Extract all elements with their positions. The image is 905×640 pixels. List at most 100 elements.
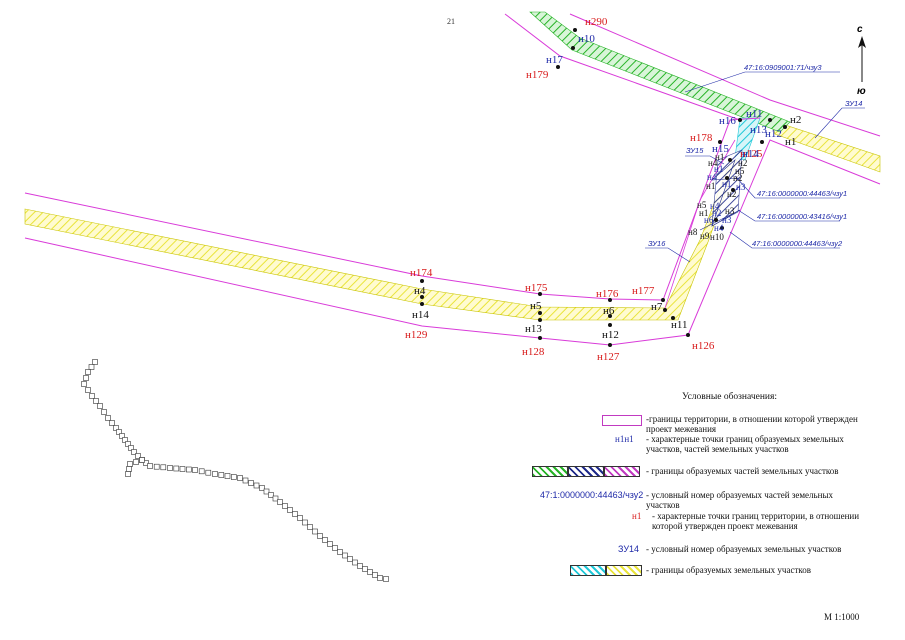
overview-segment [377, 575, 383, 581]
label-n11-mid: н11 [671, 319, 687, 331]
leader-zu14 [814, 107, 865, 139]
overview-segment [125, 441, 131, 447]
overview-segment [212, 471, 218, 477]
overview-segment [89, 393, 95, 399]
page-number: 21 [447, 17, 455, 26]
label-n174: н174 [410, 267, 433, 279]
legend-swatch-magenta-box [602, 415, 642, 426]
label-n1-top: н1 [785, 136, 796, 148]
overview-segment [342, 552, 348, 559]
overview-segment [88, 364, 95, 370]
chzu1-part [711, 149, 743, 227]
overview-segment [302, 519, 308, 526]
label-n13: н13 [750, 124, 767, 136]
overview-segment [122, 437, 128, 443]
overview-segment [322, 537, 328, 543]
overview-segment [92, 359, 98, 365]
label-n2-b: н2 [733, 173, 742, 183]
cad-chzu3: 47:16:0909001:71/чзу3 [744, 63, 822, 72]
overview-segment [186, 466, 192, 473]
cad-zu16: ЗУ16 [648, 239, 666, 248]
label-n128: н128 [522, 346, 545, 358]
label-n2-c: н2 [727, 189, 736, 199]
label-n4-b: н4 [707, 172, 717, 182]
boundary-points [420, 28, 787, 347]
overview-segment [85, 387, 91, 393]
overview-segment [93, 398, 99, 404]
overview-segment [127, 461, 133, 467]
overview-segment [362, 566, 368, 572]
label-n176: н176 [596, 288, 619, 300]
overview-segment [263, 488, 270, 495]
overview-segment [147, 463, 153, 469]
legend-swatch-cyan [570, 565, 606, 576]
label-n125: н125 [740, 148, 763, 160]
label-n14: н14 [742, 148, 759, 160]
label-n4-a: н4 [708, 158, 718, 168]
cad-zu15: ЗУ15 [686, 146, 704, 155]
label-n10-black: н10 [710, 232, 724, 242]
overview-segment [307, 524, 313, 530]
overview-segment [268, 492, 274, 498]
overview-segment [327, 541, 333, 547]
label-n6-mid: н6 [603, 305, 615, 317]
overview-segment [383, 576, 389, 582]
leader-chzu1a [734, 175, 840, 199]
overview-segment [192, 467, 198, 473]
label-n11: н11 [746, 108, 762, 120]
overview-segment [131, 449, 137, 455]
overview-segment [105, 415, 111, 421]
overview-segment [139, 457, 145, 463]
label-n13-mid: н13 [525, 323, 542, 335]
overview-segment [297, 515, 303, 521]
overview-segment [179, 466, 186, 472]
label-n14-left: н14 [412, 309, 429, 321]
overview-segment [198, 468, 205, 475]
overview-segment [272, 495, 279, 502]
overview-segment [259, 485, 265, 491]
label-n129: н129 [405, 329, 428, 341]
label-n12: н12 [765, 128, 782, 140]
overview-segment [135, 453, 141, 459]
cad-chzu1-a: 47:16:0000000:44463/чзу1 [757, 189, 847, 198]
overview-segment [97, 403, 103, 409]
label-n10: н10 [578, 33, 595, 45]
label-n1-b: н1 [714, 164, 723, 174]
label-n175: н175 [525, 282, 548, 294]
north-arrow [858, 36, 866, 82]
overview-segment [101, 409, 107, 415]
cad-chzu1-b: 47:16:0000000:43416/чзу1 [757, 212, 847, 221]
overview-segment [143, 460, 149, 466]
label-n127: н127 [597, 351, 620, 363]
overview-segment [125, 471, 131, 477]
zu16-parcel [24, 159, 738, 321]
overview-segment [332, 545, 338, 551]
overview-segment [83, 375, 89, 381]
overview-segment [224, 473, 231, 479]
label-n5-a: н5 [735, 166, 745, 176]
overview-segment [352, 559, 358, 566]
overview-segment [109, 420, 115, 426]
legend-swatch-yellow [606, 565, 642, 576]
label-n8: н8 [688, 227, 698, 237]
overview-segment [282, 503, 288, 509]
overview-segment [231, 474, 237, 480]
label-n4-d: н4 [714, 223, 724, 233]
overview-segment [292, 511, 298, 517]
overview-segment [173, 465, 180, 472]
overview-segment [85, 369, 91, 375]
overview-segment [347, 556, 353, 562]
label-n6-a: н6 [704, 215, 714, 225]
overview-segment [317, 533, 323, 539]
leader-chzu1b [737, 209, 840, 222]
label-n12-mid: н12 [602, 329, 619, 341]
leader-zu15 [685, 155, 725, 165]
legend-title: Условные обозначения: [682, 392, 778, 402]
parcel-lines-cross [699, 159, 741, 231]
label-n5-b: н5 [697, 200, 707, 210]
overview-segment [218, 472, 225, 478]
overview-segment [167, 465, 173, 471]
label-n1-d: н1 [722, 179, 731, 189]
label-n1-a: н1 [715, 152, 724, 162]
